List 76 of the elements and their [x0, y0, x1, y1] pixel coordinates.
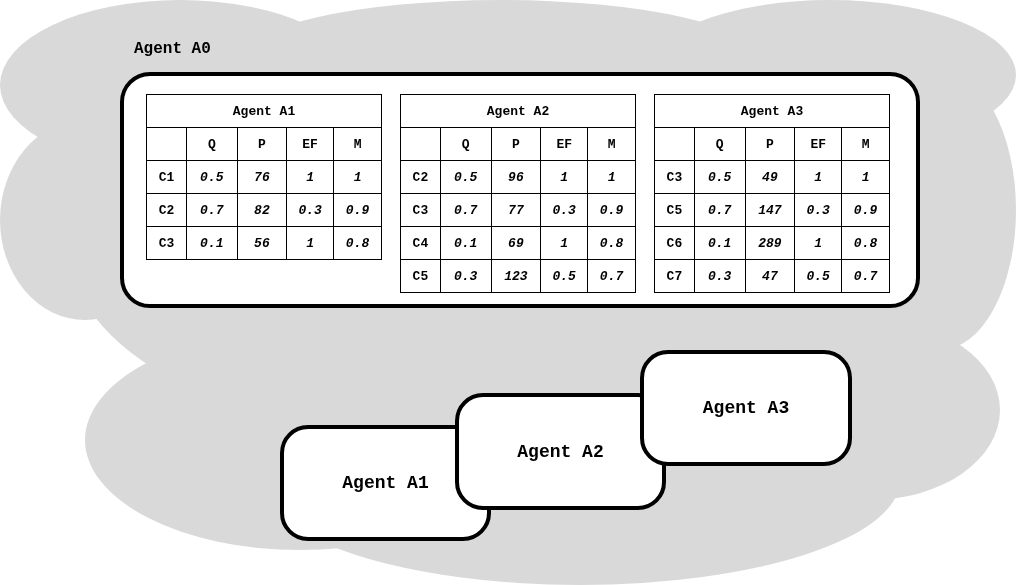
- column-header: EF: [540, 127, 588, 161]
- column-header: M: [587, 127, 636, 161]
- table-cell: 0.7: [841, 259, 890, 293]
- table-cell: 0.5: [540, 259, 588, 293]
- row-header: C3: [654, 160, 695, 194]
- table-cell: 0.1: [186, 226, 238, 260]
- table-cell: 0.5: [440, 160, 492, 194]
- table-cell: 0.8: [841, 226, 890, 260]
- table-cell: 0.3: [440, 259, 492, 293]
- row-header: C4: [400, 226, 441, 260]
- table-cell: 0.1: [694, 226, 746, 260]
- agent-box: [455, 393, 666, 510]
- table-cell: 82: [237, 193, 287, 227]
- column-header: M: [841, 127, 890, 161]
- table-cell: 1: [540, 160, 588, 194]
- table-cell: 147: [745, 193, 795, 227]
- panel-heading: Agent A0: [134, 40, 211, 58]
- row-header: C5: [654, 193, 695, 227]
- table-cell: 0.5: [186, 160, 238, 194]
- column-header: Q: [440, 127, 492, 161]
- column-header: M: [333, 127, 382, 161]
- table-cell: 1: [286, 160, 334, 194]
- table-cell: 0.3: [694, 259, 746, 293]
- table-cell: 0.5: [694, 160, 746, 194]
- table-cell: 47: [745, 259, 795, 293]
- column-header: EF: [286, 127, 334, 161]
- column-header: Q: [186, 127, 238, 161]
- table-cell: 69: [491, 226, 541, 260]
- agent-label: Agent A1: [342, 473, 429, 493]
- row-header: C2: [146, 193, 187, 227]
- agent-label: Agent A3: [702, 398, 790, 418]
- table-cell: 77: [491, 193, 541, 227]
- agent-label: Agent A2: [517, 441, 604, 462]
- table-cell: 0.3: [286, 193, 334, 227]
- row-header: C6: [654, 226, 695, 260]
- table-cell: 0.8: [333, 226, 382, 260]
- row-header: C7: [654, 259, 695, 293]
- table-title: Agent A1: [146, 94, 382, 128]
- table-cell: 0.9: [587, 193, 636, 227]
- row-header: C5: [400, 259, 441, 293]
- column-header: P: [237, 127, 287, 161]
- table-cell: 0.9: [333, 193, 382, 227]
- table-cell: 0.7: [186, 193, 238, 227]
- table-cell: 1: [841, 160, 890, 194]
- row-header: C2: [400, 160, 441, 194]
- table-cell: 96: [491, 160, 541, 194]
- row-header: C1: [146, 160, 187, 194]
- table-cell: 289: [745, 226, 795, 260]
- table-cell: 0.8: [587, 226, 636, 260]
- table-cell: 1: [794, 160, 842, 194]
- table-cell: 0.3: [794, 193, 842, 227]
- table-cell: 49: [745, 160, 795, 194]
- table-cell: 1: [286, 226, 334, 260]
- table-cell: 0.5: [794, 259, 842, 293]
- column-header: P: [491, 127, 541, 161]
- table-cell: 0.7: [587, 259, 636, 293]
- table-title: Agent A2: [400, 94, 636, 128]
- table-cell: 0.3: [540, 193, 588, 227]
- table-title: Agent A3: [654, 94, 890, 128]
- column-header: Q: [694, 127, 746, 161]
- table-cell: 0.7: [694, 193, 746, 227]
- table-cell: 123: [491, 259, 541, 293]
- table-cell: 0.1: [440, 226, 492, 260]
- table-cell: 56: [237, 226, 287, 260]
- agent-box: [640, 350, 852, 466]
- table-cell: 1: [540, 226, 588, 260]
- table-cell: 76: [237, 160, 287, 194]
- table-cell: 1: [333, 160, 382, 194]
- table-cell: 1: [794, 226, 842, 260]
- table-cell: 1: [587, 160, 636, 194]
- table-cell: 0.9: [841, 193, 890, 227]
- row-header: C3: [400, 193, 441, 227]
- table-cell: 0.7: [440, 193, 492, 227]
- row-header: C3: [146, 226, 187, 260]
- column-header: P: [745, 127, 795, 161]
- column-header: EF: [794, 127, 842, 161]
